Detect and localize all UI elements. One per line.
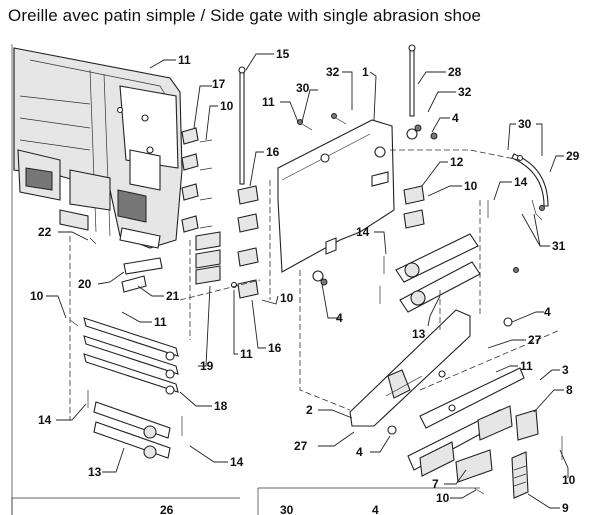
callout-26: 26: [160, 503, 174, 515]
leader-lines: [46, 53, 569, 509]
hinge-12: [403, 185, 425, 229]
callout-14a: 14: [514, 175, 528, 189]
callout-12: 12: [450, 155, 464, 169]
callout-30b: 30: [518, 117, 532, 131]
callout-9: 9: [562, 501, 569, 515]
callout-27a: 27: [528, 333, 542, 347]
callout-10f: 10: [436, 491, 450, 505]
callout-14b: 14: [356, 225, 370, 239]
callout-20: 20: [78, 277, 92, 291]
rod-28: [406, 44, 418, 140]
callout-3: 3: [562, 363, 569, 377]
callout-8: 8: [566, 383, 573, 397]
callout-11d: 11: [240, 347, 253, 361]
callout-4c: 4: [544, 305, 551, 319]
callout-14d: 14: [230, 455, 244, 469]
callout-11e: 11: [520, 359, 533, 373]
callout-22: 22: [38, 225, 52, 239]
callout-16b: 16: [268, 341, 282, 355]
callout-19: 19: [200, 359, 214, 373]
machine-frame: [13, 47, 183, 249]
callout-17: 17: [212, 77, 226, 91]
callout-14c: 14: [38, 413, 52, 427]
gate-plate: [277, 119, 395, 273]
fasteners: [69, 113, 563, 495]
callout-30a: 30: [296, 81, 310, 95]
callout-11b: 11: [262, 95, 275, 109]
callout-28: 28: [448, 65, 462, 79]
callout-27b: 27: [294, 439, 308, 453]
cylinder-pair-lower: [93, 401, 171, 459]
callout-10d: 10: [280, 291, 294, 305]
callout-31: 31: [552, 239, 566, 253]
bracket-column: [181, 127, 213, 233]
callout-4d: 4: [356, 445, 363, 459]
callout-10b: 10: [464, 179, 478, 193]
callout-4b: 4: [336, 311, 343, 325]
callout-13b: 13: [88, 465, 102, 479]
callout-11c: 11: [154, 315, 167, 329]
page-title: Oreille avec patin simple / Side gate wi…: [8, 6, 482, 25]
callout-labels: 11 17 10 15 30 32 1 28 11 32 4 30 29 16 …: [30, 47, 580, 515]
callout-10e: 10: [562, 473, 576, 487]
callout-32a: 32: [326, 65, 340, 79]
callout-10a: 10: [220, 99, 234, 113]
callout-4a: 4: [452, 111, 459, 125]
callout-2: 2: [306, 403, 313, 417]
hinge-stack: [195, 185, 259, 299]
callout-29: 29: [566, 149, 580, 163]
inset-box-right: [257, 487, 480, 515]
callout-15: 15: [276, 47, 290, 61]
callout-4e: 4: [372, 503, 379, 515]
callout-18: 18: [214, 399, 228, 413]
callout-16a: 16: [266, 145, 280, 159]
callout-10c: 10: [30, 289, 44, 303]
callout-7: 7: [432, 477, 439, 491]
bracket-20: [121, 257, 163, 293]
link-plates: [83, 317, 179, 395]
lower-arm-assembly: [349, 309, 539, 499]
callout-32b: 32: [458, 85, 472, 99]
inset-box-left: [11, 497, 240, 515]
callout-1: 1: [362, 65, 369, 79]
assembly-lines: [69, 149, 561, 420]
pin-15: [238, 66, 246, 185]
callout-13a: 13: [412, 327, 426, 341]
callout-21: 21: [166, 289, 180, 303]
callout-11a: 11: [178, 53, 191, 67]
callout-30c: 30: [280, 503, 294, 515]
